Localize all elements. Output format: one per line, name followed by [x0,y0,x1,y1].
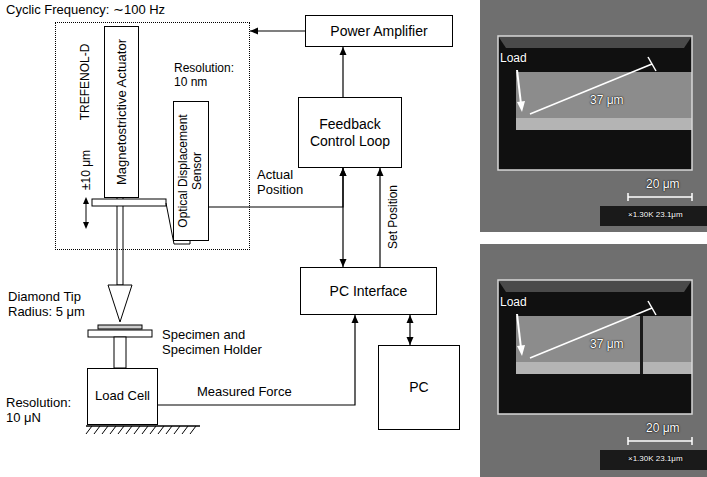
ground-hatch [86,426,196,434]
signal-connector [407,315,414,345]
arrow-head [517,345,525,356]
signal-connector [377,168,384,267]
arrow-head [407,315,414,323]
magnification-label: ×1.30K 23.1μm [628,454,683,463]
dimension-line [530,64,652,114]
cantilever-top [516,72,692,118]
signal-label: Measured Force [196,385,293,400]
load-cell-box: Load Cell [87,368,158,425]
arrow-head [407,337,414,345]
arrow-head [83,222,89,229]
node-text: Magnetostrictive Actuator [114,39,129,185]
arrow-head [250,28,258,35]
node-text: Power Amplifier [328,23,429,39]
ground-line [86,425,200,427]
info-bar [600,206,707,226]
sensor-box: Optical Displacement Sensor [173,101,209,241]
trench-rim [498,280,692,414]
node-text: Feedback Control Loop [299,116,401,148]
cantilever-top [516,316,692,362]
interface-box: PC Interface [300,267,437,315]
amplifier-box: Power Amplifier [305,15,453,47]
arrow-head [340,168,347,176]
magnification-label: ×1.30K 23.1μm [628,210,683,219]
scale-label: 20 μm [646,178,680,192]
cantilever-front [516,118,692,130]
dimension-label: 37 μm [590,94,624,108]
connector-line [250,30,305,31]
dimension-tick [648,301,656,315]
arrow-head [340,168,347,176]
dimension-tick [648,57,656,71]
trench-rim [498,36,692,170]
probe-shaft [117,197,123,285]
load-arrow [517,314,521,348]
photo-ground [480,0,707,232]
controller-box: Feedback Control Loop [298,97,402,168]
travel-label: ±10 μm [80,150,94,190]
scale-bar [628,440,692,442]
scale-bar [628,196,692,198]
signal-connector [340,168,347,267]
load-label: Load [500,296,527,310]
travel-arrow [86,202,87,224]
signal-connector [158,315,359,405]
arrow-head [377,168,384,176]
load-arrow [517,70,521,104]
photo-ground [480,244,707,477]
connector-line [209,168,343,207]
info-bar [600,450,707,470]
node-text: Load Cell [93,389,152,404]
specimen [98,325,142,329]
material-label: TREFENOL-D [79,44,93,121]
diamond-tip [108,285,132,322]
tip-label: Diamond Tip Radius: 5 μm [8,290,104,320]
specimen-label: Specimen and Specimen Holder [162,328,280,358]
node-text: Optical Displacement Sensor [177,106,205,236]
signal-connector [340,47,347,97]
connector-line [342,168,343,267]
computer-box: PC [378,345,460,430]
notch [640,316,643,374]
resolution-note: Resolution: 10 μN [6,396,86,426]
holder-stem [114,337,126,368]
scale-tick [627,193,629,201]
trench [498,280,692,414]
sem-photo [480,0,707,232]
group-heading: Cyclic Frequency: ∼100 Hz [6,3,165,18]
arrow-head [340,47,347,55]
trench-wall [498,280,692,292]
cantilever-front [516,362,692,374]
scale-tick [627,437,629,445]
signal-connector [209,168,347,207]
signal-connector [250,28,305,35]
dimension-line [530,308,652,358]
connector-line [158,315,355,405]
arrow-head [83,197,89,204]
sem-photo [480,244,707,477]
signal-label: Set Position [387,184,401,250]
trench [498,36,692,170]
specimen-holder [88,330,152,337]
node-text: PC [407,379,430,395]
scale-tick [691,437,693,445]
actuator-box: Magnetostrictive Actuator [104,26,139,198]
resolution-note: Resolution: 10 nm [174,62,246,90]
arrow-head [517,101,525,112]
target-plate [92,199,166,206]
scale-tick [691,193,693,201]
dimension-label: 37 μm [590,338,624,352]
trench-wall [498,36,692,48]
load-label: Load [500,52,527,66]
arrow-head [352,315,359,323]
connector-line [379,168,380,267]
signal-label: Actual Position [256,168,320,198]
scale-label: 20 μm [646,422,680,436]
arrow-head [340,259,347,267]
node-text: PC Interface [328,283,410,299]
